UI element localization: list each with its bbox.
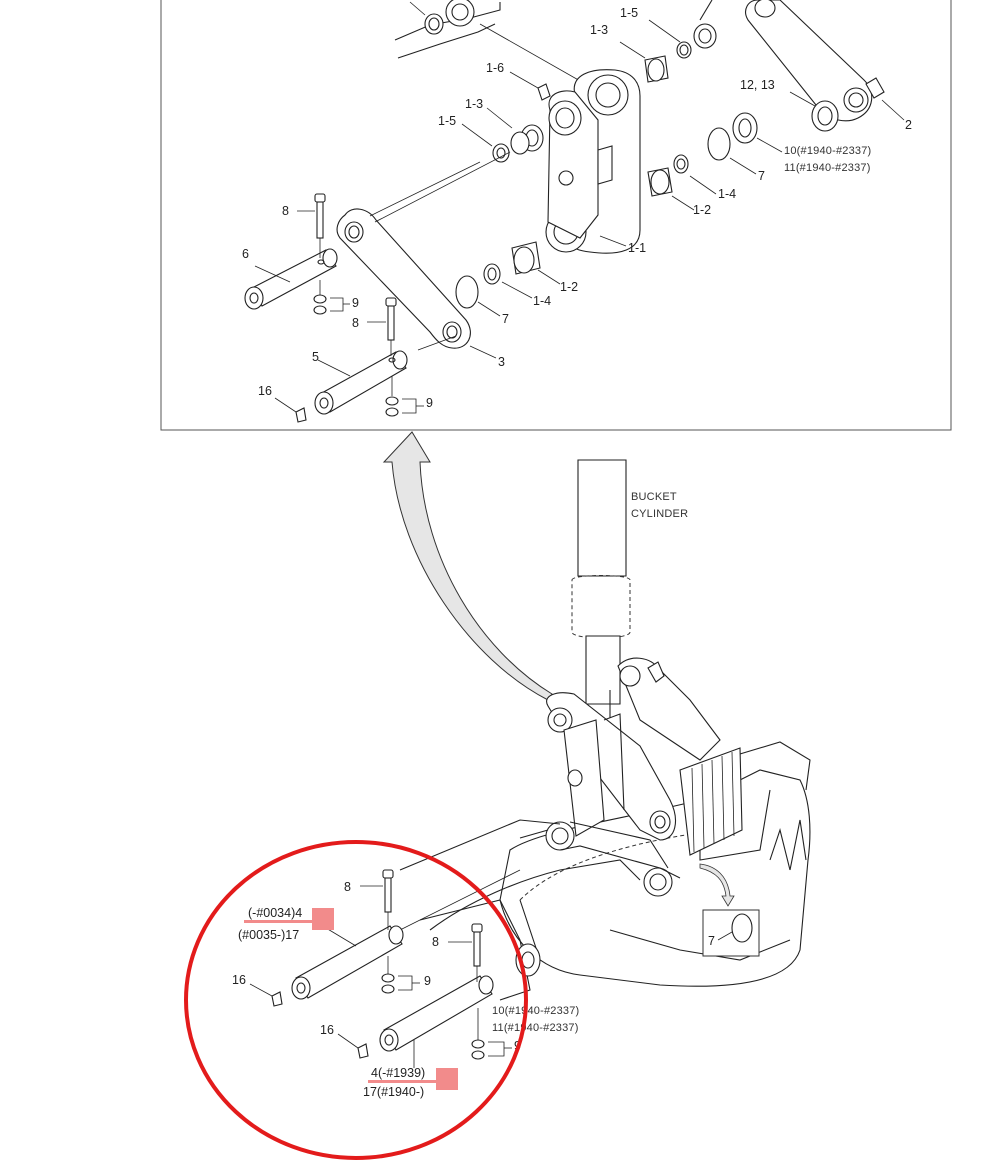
detail-frame <box>160 0 952 431</box>
label-part-12-13: 12, 13 <box>740 78 775 92</box>
label-part-7-left: 7 <box>502 312 509 326</box>
bucket-ribs <box>679 747 743 856</box>
nuts-part-9-bottom: 9 <box>385 376 433 417</box>
label-part-1-2-left: 1-2 <box>560 280 578 294</box>
label-main-part-11: 11(#1940-#2337) <box>492 1022 579 1034</box>
label-part-1-6: 1-6 <box>486 61 504 75</box>
link-assembly-1-1: 1-1 <box>545 69 646 255</box>
label-part-6: 6 <box>242 247 249 261</box>
lower-link-pins <box>519 821 681 897</box>
detail-view: 2 12, 13 1-5 1-3 <box>160 0 952 431</box>
label-part-1-3-top: 1-3 <box>590 23 608 37</box>
highlight-marker-a <box>312 908 334 930</box>
label-main-part-17-a: (#0035-)17 <box>238 928 299 942</box>
bucket-cylinder: BUCKET CYLINDER <box>571 459 688 705</box>
main-assembly-view: BUCKET CYLINDER <box>232 459 811 1099</box>
label-part-1-5-left: 1-5 <box>438 114 456 128</box>
highlight-underline-a <box>244 920 312 923</box>
label-part-16-top: 16 <box>258 384 272 398</box>
label-main-part-16-b: 16 <box>320 1023 334 1037</box>
label-main-part-9-a: 9 <box>424 974 431 988</box>
pin-assembly-b: 8 9 16 4(-#1939) 17(#1940-) 10(#1940-#23… <box>320 923 579 1099</box>
label-main-part-8-a: 8 <box>344 880 351 894</box>
label-part-2: 2 <box>905 118 912 132</box>
bolt-part-8-top: 8 <box>282 193 326 258</box>
label-main-part-10: 10(#1940-#2337) <box>492 1005 579 1017</box>
review-annotations <box>184 840 528 1160</box>
lower-bushing-stack: 1-2 1-4 7 <box>455 241 578 326</box>
label-bucket-cylinder-1: BUCKET <box>631 491 677 503</box>
label-part-8-top: 8 <box>282 204 289 218</box>
highlight-marker-b <box>436 1068 458 1090</box>
label-part-7-box: 7 <box>708 934 715 948</box>
pin-assembly-a: 8 9 16 (-#0034)4 (#0035-)17 <box>232 869 431 1007</box>
label-main-part-4-a: (-#0034)4 <box>248 906 302 920</box>
label-part-1-1: 1-1 <box>628 241 646 255</box>
label-part-5: 5 <box>312 350 319 364</box>
label-main-part-17-b: 17(#1940-) <box>363 1085 424 1099</box>
label-main-part-16-a: 16 <box>232 973 246 987</box>
bucket-link-frame <box>546 657 721 841</box>
label-part-1-5-top: 1-5 <box>620 6 638 20</box>
label-part-1-2-right: 1-2 <box>693 203 711 217</box>
link-arm-part-2: 2 <box>745 0 912 132</box>
label-bucket-cylinder-2: CYLINDER <box>631 508 688 520</box>
nuts-part-9-top: 9 <box>313 280 359 315</box>
label-part-9-bottom: 9 <box>426 396 433 410</box>
grease-nipple-1-6: 1-6 <box>486 61 551 101</box>
detail-callout-arrow <box>382 431 553 701</box>
label-main-part-4-b: 4(-#1939) <box>371 1066 425 1080</box>
pin-part-5: 5 <box>312 350 408 415</box>
top-partial-parts <box>394 0 597 91</box>
pin-part-6: 6 <box>242 247 338 310</box>
bolt-part-8-mid: 8 <box>352 297 397 356</box>
right-bushing-stack: 1-2 1-4 7 10(#1940-#2337) 11(#1940-#2337… <box>647 112 871 217</box>
highlight-circle <box>184 840 528 1160</box>
label-part-1-3-left: 1-3 <box>465 97 483 111</box>
grease-nipple-part-16-top: 16 <box>258 384 307 423</box>
o-ring-detail-box: 7 <box>699 863 760 957</box>
washer-12-13: 12, 13 <box>740 78 839 132</box>
link-plate-part-3: 3 <box>336 161 505 369</box>
upper-bushing-stack: 1-5 1-3 <box>590 0 717 83</box>
boom-tip-link <box>399 819 641 1001</box>
label-part-1-4-right: 1-4 <box>718 187 736 201</box>
label-part-1-4-left: 1-4 <box>533 294 551 308</box>
label-part-3: 3 <box>498 355 505 369</box>
label-part-10: 10(#1940-#2337) <box>784 145 871 157</box>
label-part-7-right: 7 <box>758 169 765 183</box>
label-part-8-mid: 8 <box>352 316 359 330</box>
highlight-underline-b <box>368 1080 436 1083</box>
label-part-11: 11(#1940-#2337) <box>784 162 871 174</box>
label-part-9-top: 9 <box>352 296 359 310</box>
left-bushing-stack: 1-3 1-5 <box>438 97 544 163</box>
label-main-part-8-b: 8 <box>432 935 439 949</box>
